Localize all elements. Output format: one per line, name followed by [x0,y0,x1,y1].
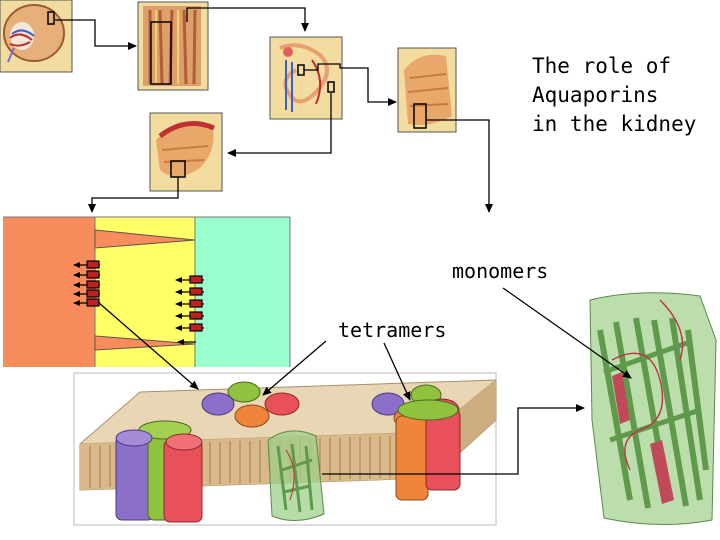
aquaporin-tetramer-top-left [201,381,300,428]
kidney-thumbnail [0,0,73,73]
cell-schematic [3,216,291,367]
aquaporin-tetramer-side-left [115,420,203,523]
principal-cell-thumbnail [149,112,223,192]
zoom-flow-arrows [55,7,493,213]
collecting-duct-thumbnail [397,47,457,133]
tetramers-label: tetramers [338,318,447,342]
aquaporin-monomer-large [589,292,717,526]
basolateral-water-channels [73,260,100,307]
apical-water-channels [175,275,204,345]
cortex-section-thumbnail [137,1,209,91]
diagram-title: The role of Aquaporins in the kidney [532,54,697,136]
monomers-label: monomers [452,259,549,283]
callout-arrows [97,287,632,475]
aquaporin-monomer-small [267,430,325,521]
nephron-thumbnail [269,36,343,120]
aquaporin-tetramer-side-right [395,399,461,501]
